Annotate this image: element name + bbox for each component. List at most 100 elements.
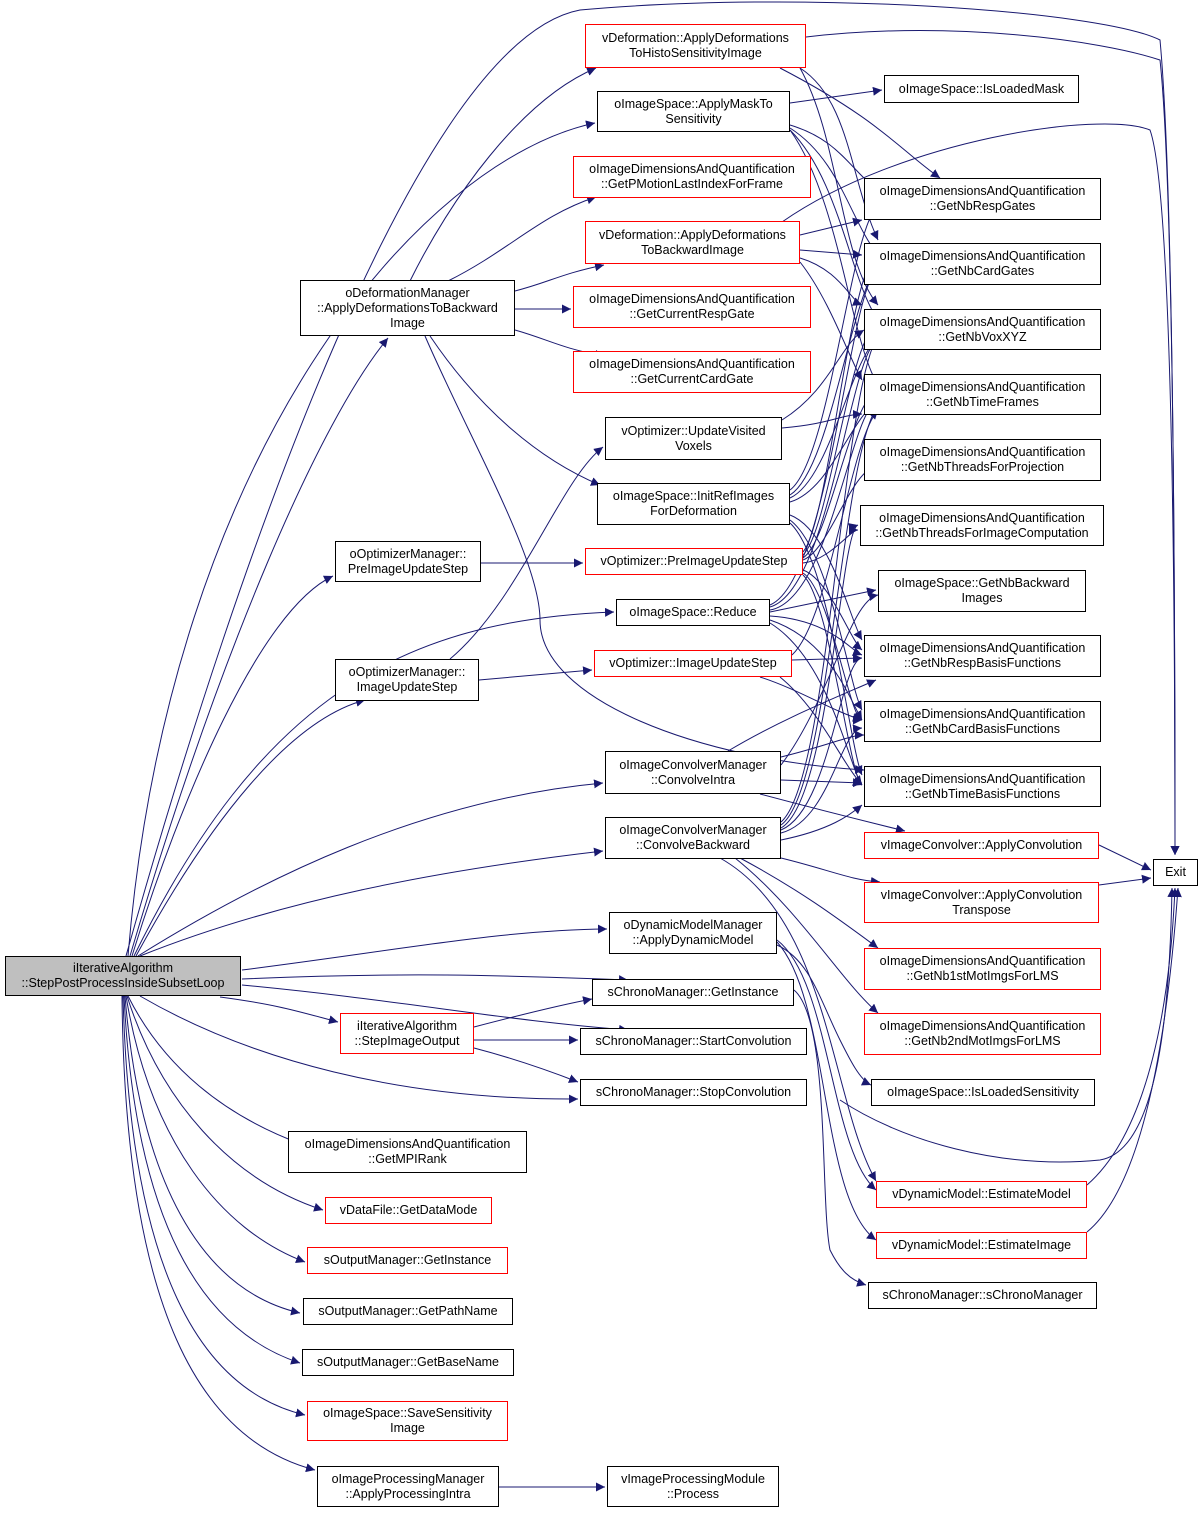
node-apply-convolution[interactable]: vImageConvolver::ApplyConvolution bbox=[864, 832, 1099, 859]
node-chrono-start-convolution[interactable]: sChronoManager::StartConvolution bbox=[580, 1028, 807, 1055]
call-edge-47 bbox=[789, 204, 879, 491]
node-get-nb-resp-basis[interactable]: oImageDimensionsAndQuantification::GetNb… bbox=[864, 635, 1101, 677]
call-edge-59 bbox=[802, 569, 863, 651]
call-edge-63 bbox=[769, 338, 879, 608]
call-edge-35 bbox=[789, 86, 883, 104]
call-edge-42 bbox=[799, 249, 863, 259]
node-get-nb1st-mot-imgs[interactable]: oImageDimensionsAndQuantification::GetNb… bbox=[864, 948, 1101, 990]
call-edge-96 bbox=[1098, 874, 1152, 886]
call-edge-27 bbox=[424, 335, 865, 774]
node-get-current-resp-gate[interactable]: oImageDimensionsAndQuantification::GetCu… bbox=[573, 286, 811, 328]
call-edge-1 bbox=[127, 120, 596, 957]
node-root-step-post-process[interactable]: iIterativeAlgorithm::StepPostProcessInsi… bbox=[5, 956, 241, 996]
node-chrono-constructor[interactable]: sChronoManager::sChronoManager bbox=[868, 1282, 1097, 1309]
call-edge-41 bbox=[799, 217, 863, 236]
node-get-nb2nd-mot-imgs[interactable]: oImageDimensionsAndQuantification::GetNb… bbox=[864, 1013, 1101, 1055]
call-edge-67 bbox=[769, 619, 863, 721]
node-dynamic-model-manager[interactable]: oDynamicModelManager::ApplyDynamicModel bbox=[609, 912, 777, 954]
call-edge-2 bbox=[129, 337, 389, 957]
call-edge-9 bbox=[241, 974, 629, 985]
node-deformation-manager[interactable]: oDeformationManager::ApplyDeformationsTo… bbox=[300, 280, 515, 336]
call-edge-92 bbox=[473, 996, 593, 1028]
call-edge-38 bbox=[789, 129, 879, 321]
node-output-get-path-name[interactable]: sOutputManager::GetPathName bbox=[303, 1298, 513, 1325]
call-edge-16 bbox=[124, 995, 301, 1316]
node-get-nb-threads-image[interactable]: oImageDimensionsAndQuantification::GetNb… bbox=[860, 505, 1104, 546]
call-edge-45 bbox=[781, 329, 865, 421]
call-edge-78 bbox=[780, 334, 879, 823]
call-edge-84 bbox=[780, 857, 881, 886]
call-edge-21 bbox=[409, 67, 597, 282]
node-get-nb-threads-projection[interactable]: oImageDimensionsAndQuantification::GetNb… bbox=[864, 439, 1101, 481]
node-output-get-instance[interactable]: sOutputManager::GetInstance bbox=[307, 1247, 508, 1274]
node-optimizer-manager-image[interactable]: oOptimizerManager::ImageUpdateStep bbox=[335, 659, 479, 701]
node-optimizer-pre-update[interactable]: vOptimizer::PreImageUpdateStep bbox=[585, 548, 803, 575]
node-step-image-output[interactable]: iIterativeAlgorithm::StepImageOutput bbox=[340, 1013, 474, 1054]
node-convolve-intra[interactable]: oImageConvolverManager::ConvolveIntra bbox=[605, 751, 781, 794]
node-is-loaded-mask[interactable]: oImageSpace::IsLoadedMask bbox=[884, 75, 1079, 103]
call-edge-97 bbox=[839, 887, 1177, 1163]
node-optimizer-manager-pre[interactable]: oOptimizerManager::PreImageUpdateStep bbox=[335, 541, 481, 582]
node-estimate-model[interactable]: vDynamicModel::EstimateModel bbox=[876, 1181, 1087, 1208]
call-edge-91 bbox=[793, 989, 867, 1287]
call-edge-98 bbox=[1086, 887, 1180, 1186]
node-get-nb-card-gates[interactable]: oImageDimensionsAndQuantification::GetNb… bbox=[864, 243, 1101, 285]
node-get-data-mode[interactable]: vDataFile::GetDataMode bbox=[325, 1197, 492, 1224]
call-edge-5 bbox=[135, 697, 366, 957]
call-edge-66 bbox=[769, 615, 863, 656]
call-edge-8 bbox=[241, 924, 608, 971]
call-edge-70 bbox=[759, 676, 863, 722]
call-edge-3 bbox=[131, 575, 334, 957]
node-estimate-image[interactable]: vDynamicModel::EstimateImage bbox=[876, 1232, 1087, 1259]
call-edge-53 bbox=[789, 522, 863, 776]
call-edge-30 bbox=[449, 446, 604, 660]
node-get-mpi-rank[interactable]: oImageDimensionsAndQuantification::GetMP… bbox=[288, 1131, 527, 1173]
node-get-nb-card-basis[interactable]: oImageDimensionsAndQuantification::GetNb… bbox=[864, 701, 1101, 742]
call-edge-17 bbox=[123, 995, 301, 1365]
call-edge-32 bbox=[779, 67, 941, 179]
call-edge-23 bbox=[514, 262, 605, 292]
call-edge-46 bbox=[781, 409, 863, 429]
node-chrono-get-instance[interactable]: sChronoManager::GetInstance bbox=[592, 979, 794, 1006]
node-get-nb-vox-xyz[interactable]: oImageDimensionsAndQuantification::GetNb… bbox=[864, 309, 1101, 350]
call-edge-52 bbox=[789, 519, 863, 711]
node-exit[interactable]: Exit bbox=[1153, 859, 1198, 886]
node-optimizer-image-update[interactable]: vOptimizer::ImageUpdateStep bbox=[594, 650, 792, 677]
node-get-nb-time-basis[interactable]: oImageDimensionsAndQuantification::GetNb… bbox=[864, 766, 1101, 807]
call-edge-69 bbox=[791, 653, 863, 663]
node-get-pmotion[interactable]: oImageDimensionsAndQuantification::GetPM… bbox=[573, 156, 811, 198]
call-edge-89 bbox=[776, 939, 877, 1191]
node-output-get-base-name[interactable]: sOutputManager::GetBaseName bbox=[302, 1349, 514, 1376]
call-edge-22 bbox=[447, 195, 597, 282]
node-processing-module[interactable]: vImageProcessingModule::Process bbox=[607, 1466, 779, 1507]
node-processing-manager[interactable]: oImageProcessingManager::ApplyProcessing… bbox=[317, 1466, 499, 1507]
node-reduce[interactable]: oImageSpace::Reduce bbox=[616, 599, 770, 626]
call-edge-15 bbox=[125, 995, 306, 1264]
node-is-loaded-sensitivity[interactable]: oImageSpace::IsLoadedSensitivity bbox=[871, 1079, 1095, 1106]
node-chrono-stop-convolution[interactable]: sChronoManager::StopConvolution bbox=[580, 1079, 807, 1106]
call-edge-29 bbox=[478, 666, 593, 681]
node-get-nb-time-frames[interactable]: oImageDimensionsAndQuantification::GetNb… bbox=[864, 374, 1101, 415]
call-edge-13 bbox=[127, 995, 326, 1154]
call-edge-81 bbox=[780, 654, 863, 831]
call-edge-76 bbox=[759, 793, 906, 834]
node-get-nb-resp-gates[interactable]: oImageDimensionsAndQuantification::GetNb… bbox=[864, 178, 1101, 220]
call-edge-6 bbox=[137, 779, 604, 957]
node-get-current-card-gate[interactable]: oImageDimensionsAndQuantification::GetCu… bbox=[573, 351, 811, 393]
call-edge-43 bbox=[799, 257, 863, 306]
call-edge-26 bbox=[429, 335, 601, 486]
call-edge-10 bbox=[241, 984, 629, 1034]
node-convolve-backward[interactable]: oImageConvolverManager::ConvolveBackward bbox=[605, 817, 781, 859]
call-edge-18 bbox=[122, 995, 306, 1418]
call-edge-94 bbox=[473, 1047, 579, 1083]
